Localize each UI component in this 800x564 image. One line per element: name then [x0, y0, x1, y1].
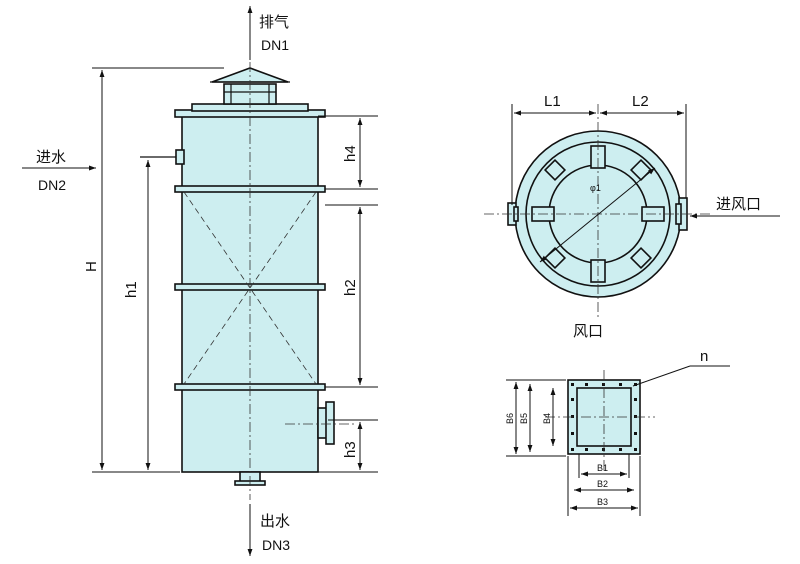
- svg-text:B3: B3: [597, 497, 608, 507]
- plan-caption: 风口: [573, 323, 603, 340]
- dim-H: H: [83, 67, 224, 473]
- dim-h2-label: h2: [342, 279, 359, 296]
- water-inlet-label: 进水: [36, 149, 66, 166]
- svg-text:B4: B4: [542, 413, 552, 424]
- dim-L1-label: L1: [544, 93, 561, 110]
- exhaust-label: 排气: [259, 14, 289, 31]
- tower-elevation: 排气 DN1 进水 DN2 出水 DN3 H h1: [22, 6, 378, 556]
- packing-diagonal-2: [183, 191, 317, 385]
- dim-right: h4 h2 h3: [318, 115, 378, 473]
- water-inlet-nozzle: [140, 149, 185, 165]
- air-inlet-nozzle: [317, 401, 335, 445]
- dim-h4-label: h4: [342, 145, 359, 162]
- dim-h3-label: h3: [342, 441, 359, 458]
- plan-view: φ1 L1 L2 进风口 风口: [484, 93, 780, 340]
- n-label: n: [700, 348, 708, 365]
- svg-text:h1: h1: [123, 281, 140, 298]
- water-inlet-dn: DN2: [38, 177, 66, 193]
- dim-L2-label: L2: [632, 93, 649, 110]
- exhaust-dn: DN1: [261, 37, 289, 53]
- water-outlet-label: 出水: [260, 513, 290, 530]
- port-detail: n B6 B5 B4 B1 B2 B3: [505, 348, 730, 516]
- svg-text:B5: B5: [519, 413, 529, 424]
- svg-text:B2: B2: [597, 479, 608, 489]
- packing-diagonal-1: [183, 191, 317, 385]
- phi-label: φ1: [590, 183, 601, 193]
- svg-text:B6: B6: [505, 413, 515, 424]
- water-outlet-dn: DN3: [262, 537, 290, 553]
- dim-h1: h1: [123, 160, 151, 470]
- svg-text:H: H: [83, 261, 100, 272]
- air-inlet-label: 进风口: [716, 196, 761, 213]
- svg-text:B1: B1: [597, 463, 608, 473]
